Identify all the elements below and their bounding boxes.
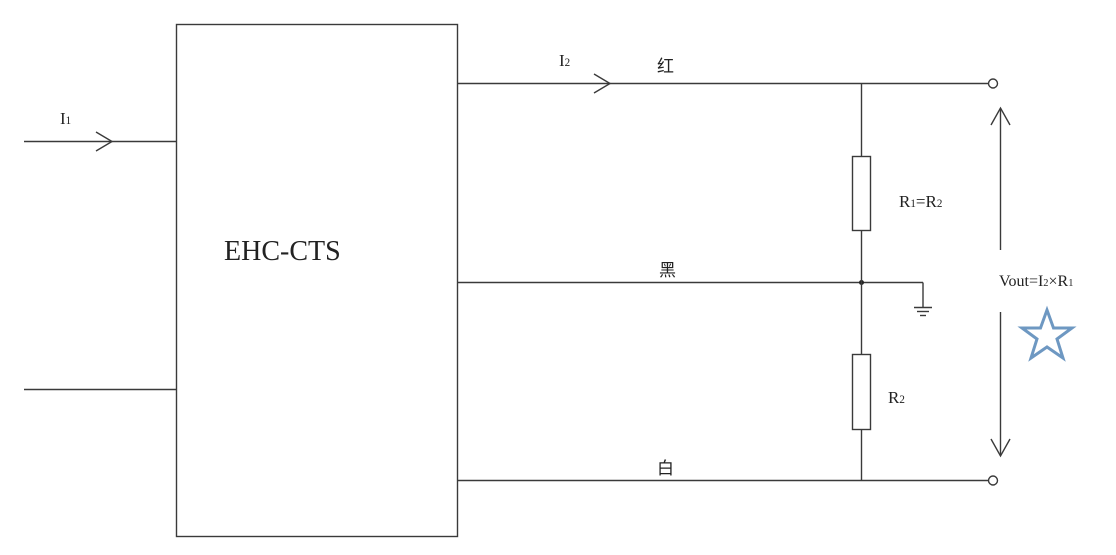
input-current-label: I1 xyxy=(60,110,71,127)
output-current-arrow-icon xyxy=(593,73,612,94)
device-label: EHC-CTS xyxy=(224,236,341,267)
vout-formula-label: Vout=I2×R1 xyxy=(999,274,1073,290)
star-icon xyxy=(1017,305,1077,362)
r2-lower-subscript: 2 xyxy=(899,394,905,406)
terminal-top-icon xyxy=(987,78,999,89)
equals-sign: = xyxy=(915,192,926,211)
white-wire-label: 白 xyxy=(657,459,674,478)
terminal-bottom-icon xyxy=(987,475,999,486)
vout-prefix: Vout=I xyxy=(999,273,1044,290)
input-current-subscript: 1 xyxy=(65,115,72,127)
r2-lower-symbol: R xyxy=(888,388,900,407)
output-current-label: I2 xyxy=(559,52,570,69)
r1-symbol: R xyxy=(899,192,911,211)
black-wire-label: 黑 xyxy=(659,261,676,280)
output-current-subscript: 2 xyxy=(564,57,571,69)
resistor-r2-label: R2 xyxy=(888,389,905,406)
red-wire-label: 红 xyxy=(657,57,674,76)
r2-subscript: 2 xyxy=(936,198,943,210)
resistor-r1-icon xyxy=(851,155,872,232)
input-current-arrow-icon xyxy=(95,131,114,152)
vout-sub1: 2 xyxy=(1043,278,1049,289)
resistor-r1-label: R1=R2 xyxy=(899,193,942,210)
r2-symbol: R xyxy=(925,192,937,211)
vout-sub2: 1 xyxy=(1068,278,1074,289)
input-current-symbol: I xyxy=(60,109,66,128)
vout-mid: ×R xyxy=(1048,273,1069,290)
r1-subscript: 1 xyxy=(910,198,916,210)
ehc-cts-box xyxy=(175,23,459,538)
resistor-r2-icon xyxy=(851,353,872,431)
arrow-up-icon xyxy=(990,106,1011,126)
output-current-symbol: I xyxy=(559,51,565,70)
arrow-down-icon xyxy=(990,438,1011,458)
